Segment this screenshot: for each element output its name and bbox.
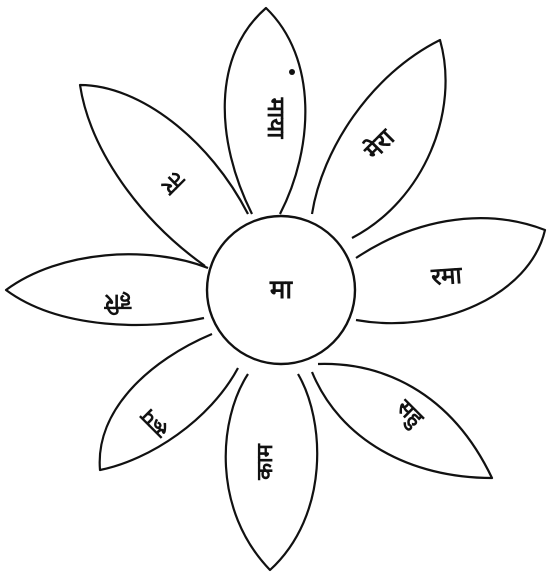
ink-dot <box>289 69 295 75</box>
petal-label-lower-right: सहु <box>389 394 429 434</box>
petal-label-right: रमा <box>429 261 463 291</box>
petal-label-upper-left: तर <box>155 165 189 199</box>
petal-label-left: हरि <box>104 289 132 316</box>
petal-label-upper-right: मेरा <box>358 123 401 166</box>
petal-label-lower-left: रूप <box>135 402 175 442</box>
petal-label-bottom: काम <box>253 443 278 481</box>
petal-lower-left <box>100 334 238 470</box>
center-label: मा <box>269 275 294 305</box>
petal-label-top: माया <box>262 97 290 139</box>
